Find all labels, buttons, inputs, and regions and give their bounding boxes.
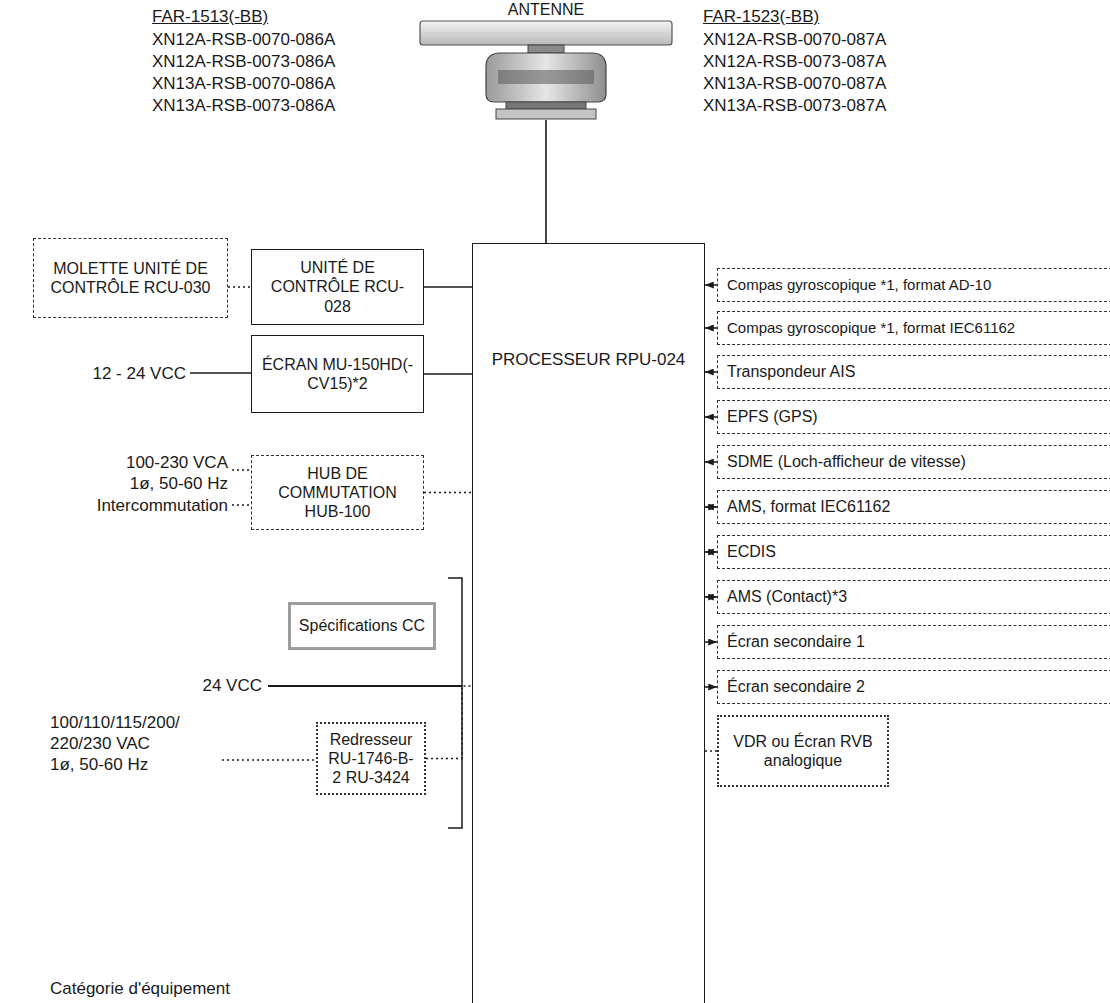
model-label: XN12A-RSB-0073-086A bbox=[152, 51, 412, 72]
network-wire bbox=[232, 504, 251, 506]
antenna-unit: ANTENNE bbox=[420, 0, 672, 120]
box-text: Spécifications CC bbox=[299, 616, 425, 635]
model-label: XN12A-RSB-0070-087A bbox=[703, 29, 1003, 50]
note-label: Intercommutation bbox=[20, 495, 228, 516]
note-label: 1ø, 50-60 Hz bbox=[20, 473, 228, 494]
unit-box: ÉCRAN MU-150HD(-CV15)*2 bbox=[251, 335, 424, 413]
model-label: XN13A-RSB-0070-087A bbox=[703, 73, 1003, 94]
external-device-box: Transpondeur AIS bbox=[717, 355, 1110, 389]
connection-line bbox=[426, 686, 472, 759]
external-device-box: Compas gyroscopique *1, format AD-10 bbox=[717, 268, 1110, 302]
connection-line bbox=[424, 373, 472, 375]
box-text: PROCESSEUR RPU-024 bbox=[492, 350, 686, 370]
signal-arrow bbox=[705, 551, 717, 552]
note-label: 24 VCC bbox=[60, 675, 262, 696]
signal-arrow bbox=[705, 461, 717, 462]
signal-arrow bbox=[705, 284, 717, 285]
box-text: ECDIS bbox=[727, 542, 776, 561]
unit-box: HUB DE COMMUTATION HUB-100 bbox=[251, 455, 424, 530]
signal-arrow bbox=[705, 506, 717, 507]
box-text: Écran secondaire 2 bbox=[727, 677, 865, 696]
unit-box: UNITÉ DE CONTRÔLE RCU-028 bbox=[251, 249, 424, 325]
signal-arrow bbox=[705, 596, 717, 597]
bracket bbox=[448, 578, 462, 828]
box-text: AMS (Contact)*3 bbox=[727, 587, 847, 606]
signal-arrow bbox=[705, 641, 717, 642]
box-text: Compas gyroscopique *1, format AD-10 bbox=[727, 276, 991, 294]
external-device-box: Écran secondaire 1 bbox=[717, 625, 1110, 659]
box-text: EPFS (GPS) bbox=[727, 407, 818, 426]
box-text: VDR ou Écran RVB analogique bbox=[725, 732, 881, 770]
model-label: XN12A-RSB-0070-086A bbox=[152, 29, 412, 50]
box-text: UNITÉ DE CONTRÔLE RCU-028 bbox=[258, 258, 417, 316]
power-wires bbox=[190, 373, 462, 828]
spec-box: Spécifications CC bbox=[288, 602, 436, 650]
model-label: FAR-1523(-BB) bbox=[703, 6, 1003, 27]
processor-unit: PROCESSEUR RPU-024 bbox=[472, 243, 705, 1003]
box-text: HUB DE COMMUTATION HUB-100 bbox=[258, 464, 417, 522]
model-label: XN13A-RSB-0070-086A bbox=[152, 73, 412, 94]
external-device-box: SDME (Loch-afficheur de vitesse) bbox=[717, 445, 1110, 479]
note-label: 1ø, 50-60 Hz bbox=[50, 754, 210, 775]
connection-line bbox=[545, 120, 547, 243]
unit-box: MOLETTE UNITÉ DE CONTRÔLE RCU-030 bbox=[33, 238, 228, 318]
power-wire bbox=[190, 372, 251, 374]
box-text: MOLETTE UNITÉ DE CONTRÔLE RCU-030 bbox=[40, 259, 221, 297]
box-text: Redresseur RU-1746-B-2 RU-3424 bbox=[324, 730, 418, 788]
note-label: 100/110/115/200/ 220/230 VAC bbox=[50, 712, 200, 754]
external-device-box: Compas gyroscopique *1, format IEC61162 bbox=[717, 311, 1110, 345]
external-device-box: VDR ou Écran RVB analogique bbox=[717, 715, 889, 787]
box-text: Compas gyroscopique *1, format IEC61162 bbox=[727, 319, 1015, 337]
connection-line bbox=[705, 750, 717, 752]
model-label: XN13A-RSB-0073-086A bbox=[152, 95, 412, 116]
box-text: ANTENNE bbox=[508, 0, 584, 19]
box-text: ÉCRAN MU-150HD(-CV15)*2 bbox=[258, 355, 417, 393]
model-label: XN13A-RSB-0073-087A bbox=[703, 95, 1003, 116]
external-device-box: AMS, format IEC61162 bbox=[717, 490, 1110, 524]
model-label: FAR-1513(-BB) bbox=[152, 6, 412, 27]
box-text: Écran secondaire 1 bbox=[727, 632, 865, 651]
antenna-drawing bbox=[420, 21, 672, 119]
power-wire bbox=[268, 685, 462, 687]
external-device-box: Écran secondaire 2 bbox=[717, 670, 1110, 704]
signal-arrow bbox=[705, 371, 717, 372]
signal-arrow bbox=[705, 686, 717, 687]
box-text: SDME (Loch-afficheur de vitesse) bbox=[727, 452, 966, 471]
connection-line bbox=[228, 286, 251, 288]
external-device-box: ECDIS bbox=[717, 535, 1110, 569]
note-label: Catégorie d'équipement bbox=[50, 978, 350, 999]
connection-line bbox=[424, 492, 472, 494]
power-wire bbox=[222, 759, 316, 761]
signal-arrow bbox=[705, 416, 717, 417]
external-device-box: EPFS (GPS) bbox=[717, 400, 1110, 434]
note-label: 12 - 24 VCC bbox=[20, 363, 186, 384]
model-label: XN12A-RSB-0073-087A bbox=[703, 51, 1003, 72]
connection-line bbox=[424, 286, 472, 288]
signal-arrow bbox=[705, 327, 717, 328]
power-wire bbox=[232, 469, 251, 471]
external-device-box: AMS (Contact)*3 bbox=[717, 580, 1110, 614]
note-label: 100-230 VCA bbox=[20, 452, 228, 473]
box-text: Transpondeur AIS bbox=[727, 362, 855, 381]
box-text: AMS, format IEC61162 bbox=[727, 497, 890, 516]
rectifier-box: Redresseur RU-1746-B-2 RU-3424 bbox=[316, 722, 426, 795]
